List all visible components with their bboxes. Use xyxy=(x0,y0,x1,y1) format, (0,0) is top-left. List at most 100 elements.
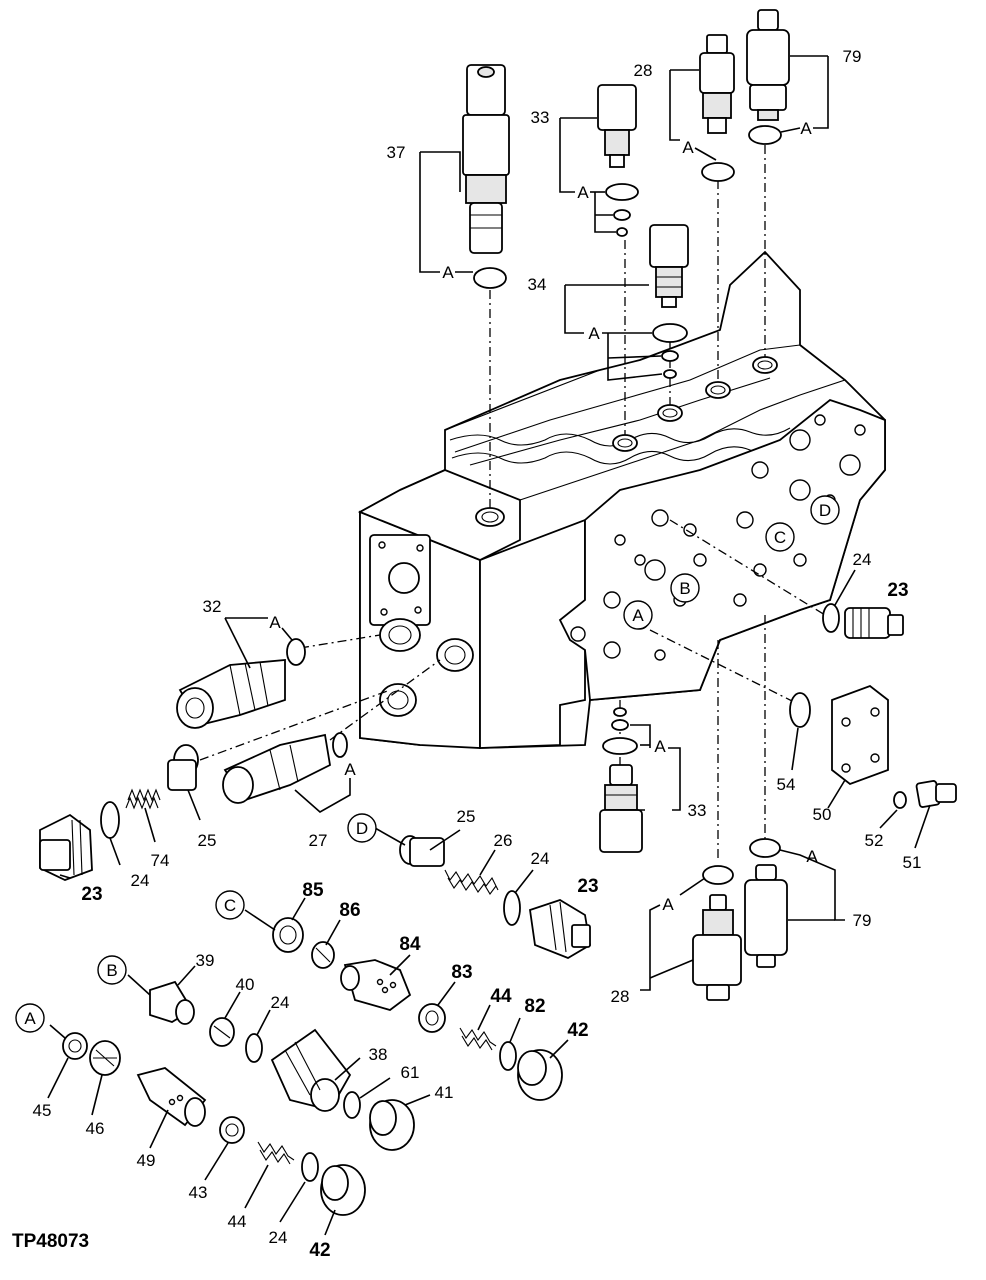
label-79-top: 79 xyxy=(843,47,862,66)
valve-body xyxy=(357,250,886,749)
label-84: 84 xyxy=(399,934,421,955)
part-23-right-plug xyxy=(822,603,904,639)
label-34: 34 xyxy=(528,275,547,294)
part-83-piston xyxy=(418,1003,446,1033)
part-79-top-valve xyxy=(746,9,790,145)
part-44-right-spring xyxy=(459,1027,497,1051)
label-85: 85 xyxy=(302,880,324,901)
part-33-mid-plug xyxy=(599,707,643,853)
label-28-top: 28 xyxy=(634,61,653,80)
part-28-bottom-valve xyxy=(692,865,742,1001)
part-84-spool xyxy=(340,959,412,1011)
label-25-left: 25 xyxy=(198,831,217,850)
group-a-79-bot: A xyxy=(806,847,818,866)
tag-a-label: A xyxy=(24,1009,36,1028)
group-a-27: A xyxy=(344,760,356,779)
part-49-spool xyxy=(136,1067,207,1127)
label-52: 52 xyxy=(865,831,884,850)
part-42-bottom-cap xyxy=(320,1164,366,1216)
part-24-left-o-ring xyxy=(100,801,120,839)
part-33-top-plug xyxy=(597,84,639,237)
part-82-o-ring xyxy=(499,1041,517,1071)
port-c-label: C xyxy=(774,528,786,547)
label-43: 43 xyxy=(189,1183,208,1202)
label-42-bottom: 42 xyxy=(309,1240,330,1261)
part-40-spring xyxy=(209,1017,235,1047)
part-24-b-o-ring xyxy=(245,1033,263,1063)
label-24-right: 24 xyxy=(853,550,872,569)
o-ring-group-letters: A A A A A A A A A A xyxy=(269,119,818,914)
label-61: 61 xyxy=(401,1063,420,1082)
part-34-plug xyxy=(649,224,689,379)
label-28-bot: 28 xyxy=(611,987,630,1006)
group-a-37: A xyxy=(442,263,454,282)
part-39-sleeve xyxy=(149,980,195,1025)
label-25-d: 25 xyxy=(457,807,476,826)
label-44-bottom: 44 xyxy=(228,1212,247,1231)
part-24-bb-o-ring xyxy=(301,1152,319,1182)
part-44-bottom-spring xyxy=(257,1141,295,1165)
label-54: 54 xyxy=(777,775,796,794)
label-79-bot: 79 xyxy=(853,911,872,930)
label-45: 45 xyxy=(33,1101,52,1120)
label-38: 38 xyxy=(369,1045,388,1064)
part-54-o-ring xyxy=(789,692,811,728)
part-50-plate xyxy=(831,684,889,786)
group-a-33-top: A xyxy=(577,183,589,202)
part-52-washer xyxy=(893,791,907,809)
part-26-spring xyxy=(444,869,499,895)
group-a-79-top: A xyxy=(800,119,812,138)
part-23-d-plug xyxy=(529,899,591,959)
label-39: 39 xyxy=(196,951,215,970)
tag-d-label: D xyxy=(356,819,368,838)
part-number-labels: 37 33 28 79 34 24 23 32 54 50 52 51 33 2… xyxy=(33,47,922,1261)
part-37-relief-valve xyxy=(462,64,510,289)
label-74: 74 xyxy=(151,851,170,870)
part-86-spring xyxy=(311,941,335,969)
part-38-fitting xyxy=(270,1028,352,1112)
part-32-relief-valve xyxy=(176,638,306,729)
label-51: 51 xyxy=(903,853,922,872)
part-43-piston xyxy=(219,1116,245,1144)
label-86: 86 xyxy=(339,900,360,921)
group-a-28-bot: A xyxy=(662,895,674,914)
label-37: 37 xyxy=(387,143,406,162)
label-41: 41 xyxy=(435,1083,454,1102)
label-32: 32 xyxy=(203,597,222,616)
tag-b-label: B xyxy=(106,961,117,980)
part-85-sleeve xyxy=(272,917,304,953)
label-27: 27 xyxy=(309,831,328,850)
figure-id: TP48073 xyxy=(12,1231,89,1252)
group-a-33-mid: A xyxy=(654,737,666,756)
assembly-centerlines xyxy=(199,145,826,860)
label-33-top: 33 xyxy=(531,108,550,127)
port-b-label: B xyxy=(679,579,690,598)
group-a-28-top: A xyxy=(682,138,694,157)
tag-c-label: C xyxy=(224,896,236,915)
part-28-top-valve xyxy=(699,34,735,182)
label-50: 50 xyxy=(813,805,832,824)
part-25-left-sleeve xyxy=(167,744,199,791)
part-23-left-plug xyxy=(39,813,93,881)
part-27-valve xyxy=(222,732,348,804)
part-46-spring xyxy=(89,1040,121,1076)
part-61-o-ring xyxy=(343,1091,361,1119)
label-24-left: 24 xyxy=(131,871,150,890)
port-a-label: A xyxy=(632,606,644,625)
port-d-label: D xyxy=(819,501,831,520)
label-26: 26 xyxy=(494,831,513,850)
label-83: 83 xyxy=(451,962,472,983)
part-51-bolt xyxy=(915,780,957,808)
label-49: 49 xyxy=(137,1151,156,1170)
label-33-mid: 33 xyxy=(688,801,707,820)
label-24-bb: 24 xyxy=(269,1228,288,1247)
part-45-sleeve xyxy=(62,1032,88,1060)
label-46: 46 xyxy=(86,1119,105,1138)
label-42-right: 42 xyxy=(567,1020,588,1041)
label-24-b: 24 xyxy=(271,993,290,1012)
label-40: 40 xyxy=(236,975,255,994)
part-74-spring xyxy=(125,788,161,810)
label-23-d: 23 xyxy=(577,876,598,897)
